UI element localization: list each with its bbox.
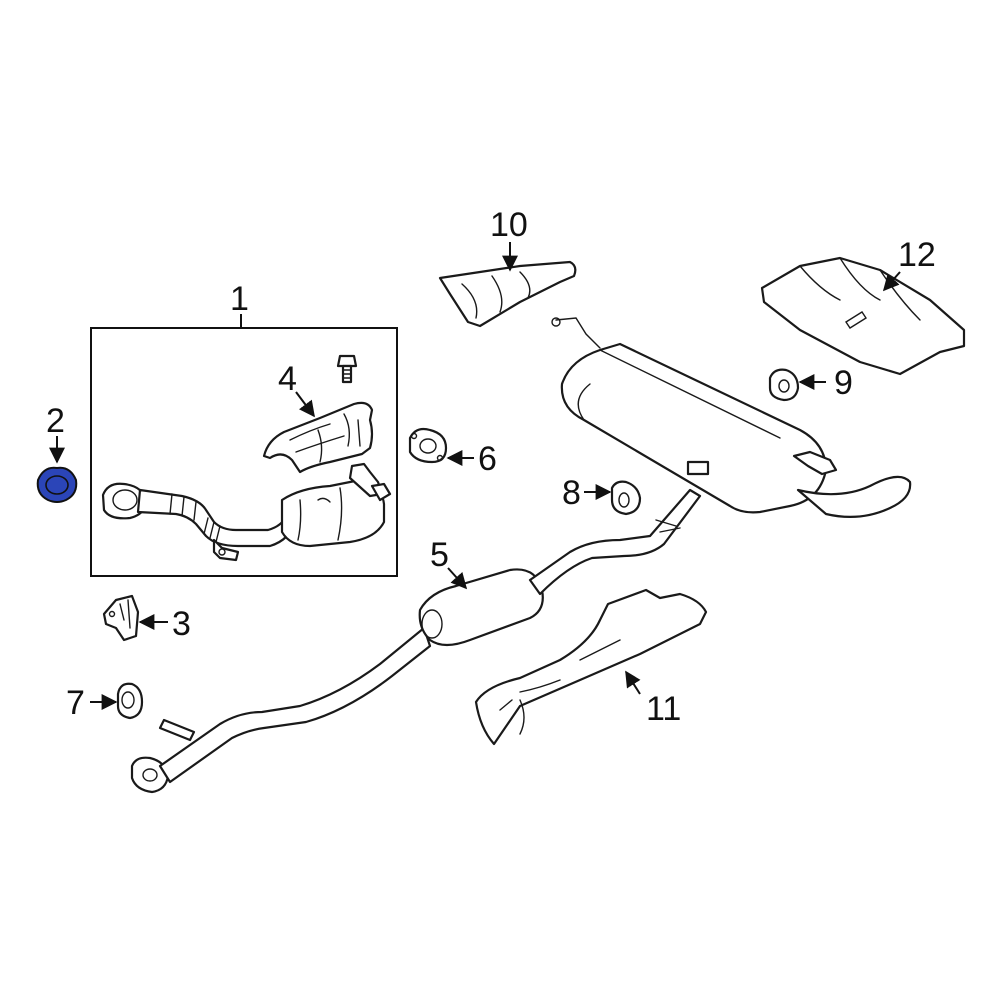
heat-shield-part-12[interactable] xyxy=(760,256,966,376)
bracket-part-3[interactable] xyxy=(102,594,140,642)
hanger-part-9[interactable] xyxy=(768,368,800,402)
callout-12-label: 12 xyxy=(898,236,936,274)
muffler xyxy=(551,317,912,518)
gasket-part-2[interactable] xyxy=(36,466,78,503)
heat-shield-part-10[interactable] xyxy=(438,260,577,328)
catalytic-assembly-group-box xyxy=(90,327,398,577)
callout-8-label: 8 xyxy=(562,474,581,512)
hanger-part-7[interactable] xyxy=(116,682,144,720)
callout-1-label: 1 xyxy=(230,280,249,318)
callout-4-label: 4 xyxy=(278,360,297,398)
callout-11-arrow xyxy=(625,670,641,695)
callout-10-label: 10 xyxy=(490,206,528,244)
callout-6-label: 6 xyxy=(478,440,497,478)
heat-shield-part-11[interactable] xyxy=(474,588,708,746)
gasket-part-6[interactable] xyxy=(408,427,448,464)
callout-4-arrow xyxy=(295,391,315,418)
callout-9-label: 9 xyxy=(834,364,853,402)
callout-3-label: 3 xyxy=(172,605,191,643)
bolt-icon xyxy=(336,354,358,384)
callout-5-arrow xyxy=(447,567,468,590)
callout-5-label: 5 xyxy=(430,536,449,574)
catalytic-converter-part-1[interactable] xyxy=(101,462,392,562)
heat-shield-part-4[interactable] xyxy=(262,401,374,474)
callout-2-label: 2 xyxy=(46,402,65,440)
callout-12-arrow xyxy=(882,271,901,292)
callout-7-label: 7 xyxy=(66,684,85,722)
hanger-part-8[interactable] xyxy=(610,480,642,516)
callout-11-label: 11 xyxy=(646,690,681,728)
